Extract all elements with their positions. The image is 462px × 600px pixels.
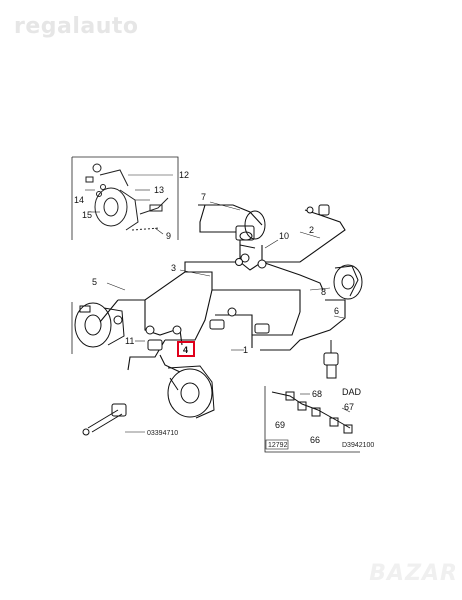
callout-4: 4 xyxy=(183,345,188,355)
wheel-sensor xyxy=(82,403,127,436)
left-front-caliper xyxy=(74,302,125,348)
callout-6: 6 xyxy=(334,306,339,316)
callout-12: 12 xyxy=(179,170,189,180)
callout-13: 13 xyxy=(154,185,164,195)
callout-10: 10 xyxy=(279,231,289,241)
leaders-top xyxy=(85,174,173,235)
callout-69: 69 xyxy=(275,420,285,430)
callout-11: 11 xyxy=(125,336,134,346)
rear-hose-assembly xyxy=(271,391,353,434)
callout-67: 67 xyxy=(344,402,354,412)
watermark-text: regalauto xyxy=(14,14,139,39)
callout-14: 14 xyxy=(74,195,84,205)
callout-5: 5 xyxy=(92,277,97,287)
inset-frame-top xyxy=(71,156,179,240)
callout-15: 15 xyxy=(82,210,92,220)
upper-middle-caliper xyxy=(239,210,266,249)
junctions xyxy=(113,204,330,351)
callout-7: 7 xyxy=(201,192,206,202)
leaders-right xyxy=(106,201,351,413)
callout-3: 3 xyxy=(171,263,176,273)
callout-8: 8 xyxy=(321,287,326,297)
callout-9: 9 xyxy=(166,231,171,241)
callout-2: 2 xyxy=(309,225,314,235)
part-code-d3942100: D3942100 xyxy=(342,442,374,449)
brand-mark: BAZAR xyxy=(369,561,458,586)
callout-68: 68 xyxy=(312,389,322,399)
bottom-caliper xyxy=(167,365,215,419)
highlighted-callout-box xyxy=(177,341,195,357)
callout-dad: DAD xyxy=(342,387,362,397)
callout-1: 1 xyxy=(243,345,248,355)
rear-right-caliper xyxy=(333,264,363,300)
part-code-03394710: 03394710 xyxy=(147,430,178,437)
callout-66: 66 xyxy=(310,435,320,445)
front-caliper-inset xyxy=(85,163,169,231)
pressure-switch xyxy=(323,340,339,379)
part-code-frame xyxy=(265,439,289,450)
inset-frame-bottom-right xyxy=(264,386,360,453)
part-code-12792: 12792 xyxy=(268,442,288,449)
